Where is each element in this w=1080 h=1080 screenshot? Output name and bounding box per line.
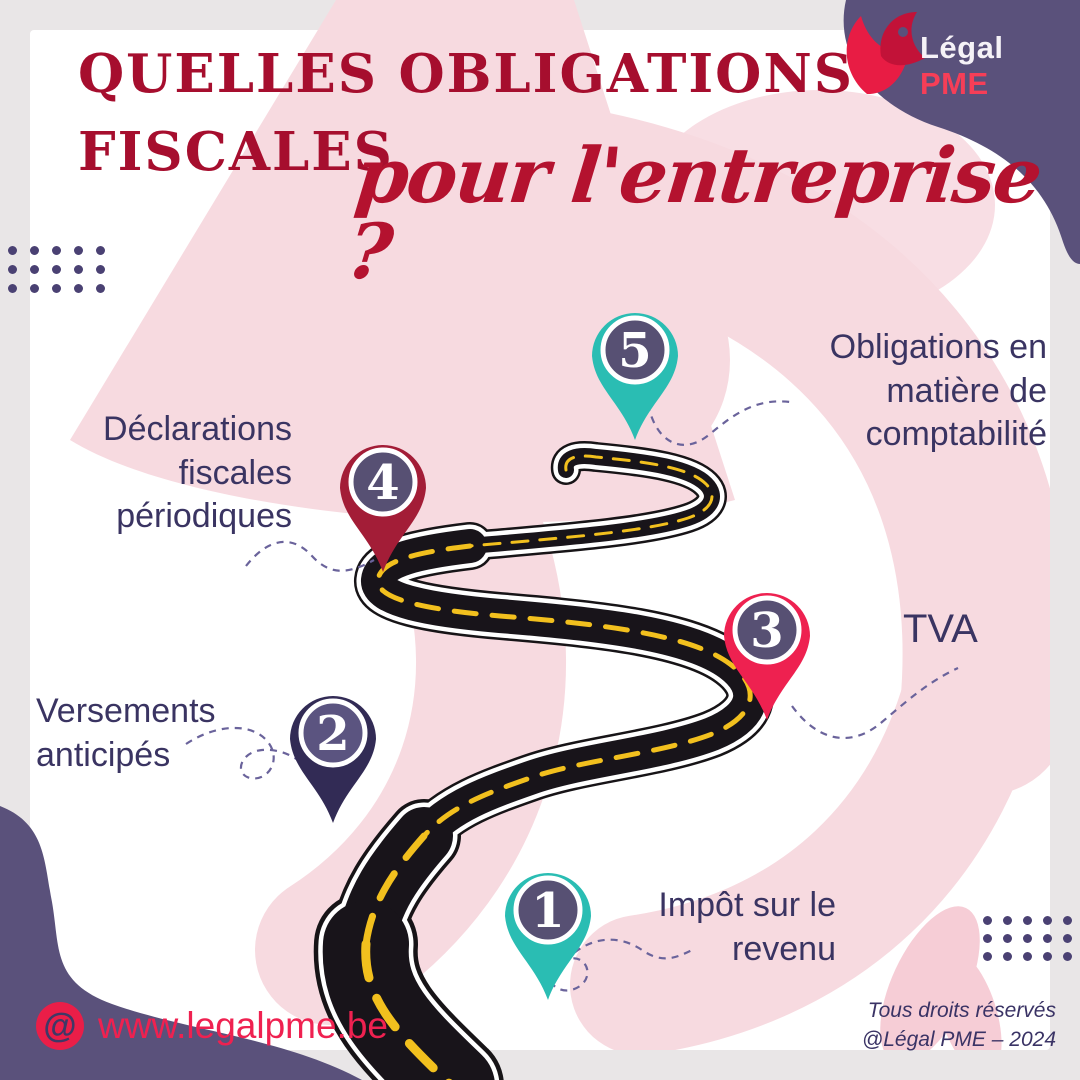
- title-line-1: QUELLES OBLIGATIONS: [78, 43, 855, 105]
- pin-1-disc: [513, 875, 583, 945]
- pin-2-disc: [298, 698, 368, 768]
- label-step-4: Déclarations fiscales périodiques: [103, 408, 292, 539]
- label-step-2-line2: anticipés: [36, 735, 171, 774]
- road-illustration: [313, 441, 775, 1080]
- pin-4: 4: [340, 445, 426, 572]
- logo-wordmark: Légal PME: [920, 30, 1080, 102]
- pin-5: 5: [592, 313, 678, 440]
- pin-1: 1: [505, 873, 591, 1000]
- label-step-3-line1: TVA: [903, 607, 978, 651]
- connector-pin3: [791, 667, 959, 739]
- watermark-triangle: [70, 0, 735, 523]
- label-step-1-line1: Impôt sur le: [658, 886, 836, 924]
- pin-1-number: 1: [531, 883, 564, 939]
- label-step-2-line1: Versements: [36, 692, 216, 730]
- label-step-3: TVA: [903, 604, 978, 655]
- pin-5-disc: [600, 315, 670, 385]
- label-step-4-line1: Déclarations: [103, 410, 292, 448]
- copyright-line1: Tous droits réservés: [867, 999, 1056, 1022]
- pin-4-number: 4: [366, 455, 399, 511]
- pin-3: 3: [724, 593, 810, 720]
- label-step-5-line2: matière de: [886, 371, 1047, 410]
- corner-blob-bottom-left: [0, 806, 362, 1080]
- pin-3-disc: [732, 595, 802, 665]
- label-step-5-line1: Obligations en: [829, 328, 1047, 366]
- connector-pin5: [646, 400, 791, 446]
- pin-3-number: 3: [750, 603, 783, 659]
- label-step-1-line2: revenu: [732, 929, 836, 968]
- copyright-line2: @Légal PME – 2024: [861, 1028, 1056, 1052]
- pin-2-number: 2: [316, 706, 349, 762]
- label-step-1: Impôt sur le revenu: [658, 884, 836, 971]
- website-bar: @ www.legalpme.be: [36, 1002, 388, 1050]
- label-step-4-line2: fiscales: [178, 453, 292, 492]
- logo-word-legal: Légal: [920, 30, 1004, 65]
- label-step-5: Obligations en matière de comptabilité: [830, 326, 1047, 457]
- pin-4-disc: [348, 447, 418, 517]
- dot-grid-top-left: [8, 246, 105, 293]
- label-step-5-line3: comptabilité: [865, 415, 1047, 454]
- title-line-2: FISCALES: [78, 121, 394, 183]
- at-icon: @: [36, 1002, 84, 1050]
- title-script: pour l'entreprise ?: [343, 131, 1045, 296]
- connector-pin4: [245, 540, 375, 572]
- flamingo-logo-icon: [846, 12, 925, 94]
- pin-2: 2: [290, 696, 376, 823]
- label-step-2: Versements anticipés: [36, 690, 216, 777]
- logo-word-pme: PME: [920, 66, 989, 101]
- label-step-4-line3: périodiques: [116, 497, 292, 536]
- website-url[interactable]: www.legalpme.be: [98, 1005, 388, 1046]
- copyright-text: Tous droits réservés @Légal PME – 2024: [862, 996, 1056, 1055]
- dot-grid-bottom-right: [983, 916, 1072, 961]
- pin-5-number: 5: [618, 323, 651, 379]
